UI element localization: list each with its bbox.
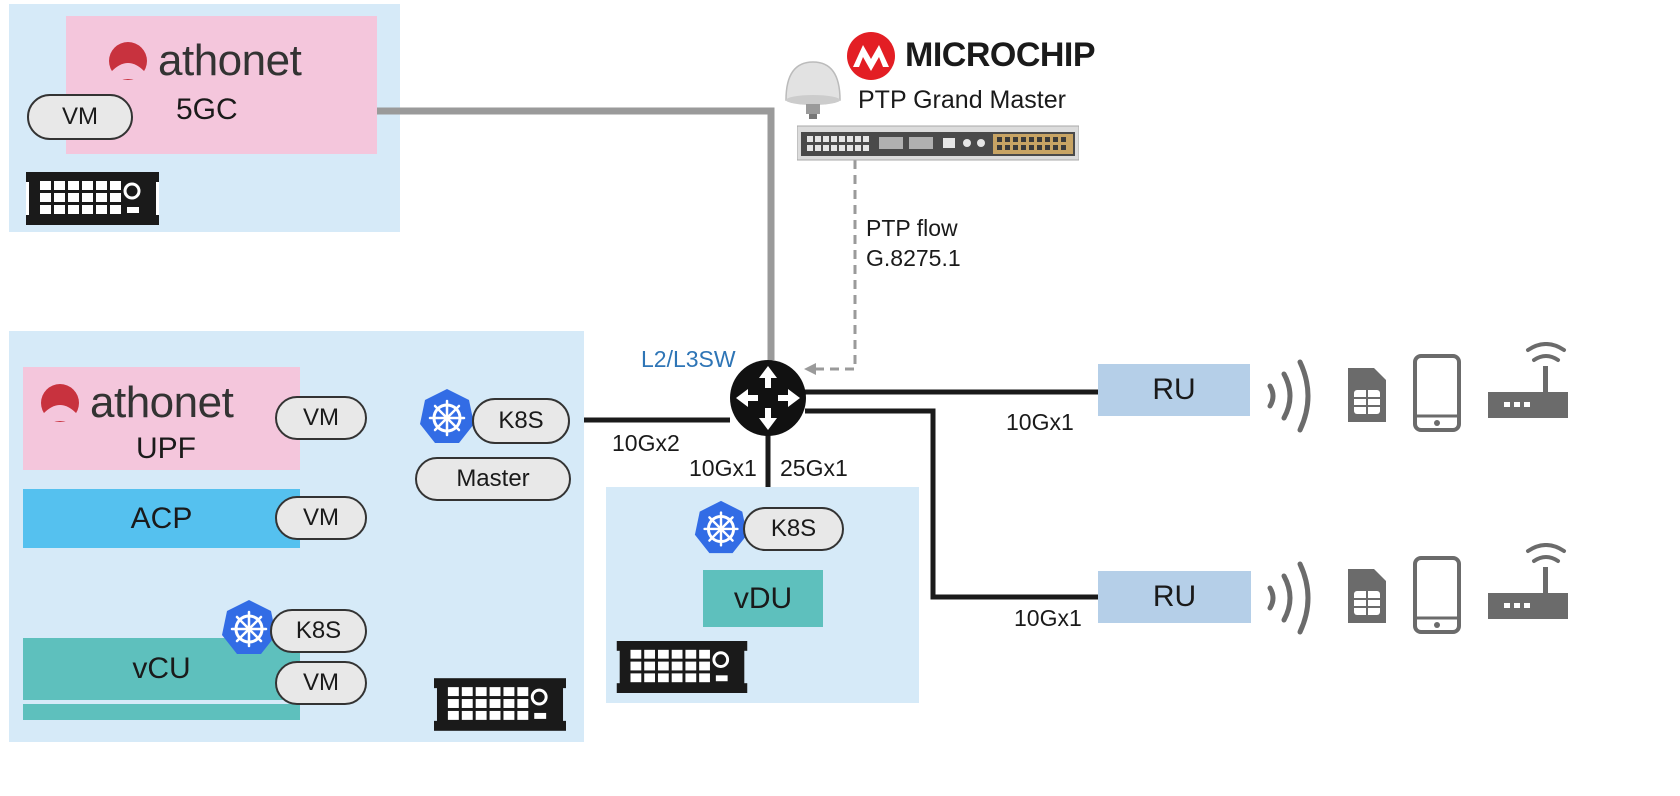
upf-vm-pill: VM <box>275 396 367 440</box>
vcu-base-strip <box>23 704 300 720</box>
ptp-flow-arrowhead <box>804 363 816 375</box>
kubernetes-icon <box>420 389 474 443</box>
core-vm-pill: VM <box>27 94 133 140</box>
ru2-link <box>805 408 1098 600</box>
smartphone-icon <box>1413 354 1461 432</box>
vcu-k8s-pill: K8S <box>270 609 367 653</box>
ptp-flow-line <box>812 160 857 371</box>
ru2-link-label: 10Gx1 <box>1014 605 1082 631</box>
ru-box-1: RU <box>1098 364 1250 416</box>
sim-card-icon <box>1348 569 1386 623</box>
cpe-router-icon <box>1488 342 1568 418</box>
master-pill: Master <box>415 457 571 501</box>
vdu-box: vDU <box>703 570 823 627</box>
smartphone-icon <box>1413 556 1461 634</box>
ptp-flow-label: PTP flow <box>866 215 958 241</box>
du-link-label-a: 10Gx1 <box>689 455 757 481</box>
ru1-link-label: 10Gx1 <box>1006 409 1074 435</box>
athonet-brand-edge: athonet <box>90 378 234 427</box>
athonet-logo-edge: athonet <box>38 378 234 428</box>
microchip-logo-icon <box>847 32 895 80</box>
sim-card-icon <box>1348 368 1386 422</box>
master-k8s-pill: K8S <box>472 398 570 444</box>
server-icon <box>616 641 748 693</box>
radio-waves-icon <box>1267 359 1311 433</box>
du-k8s-pill: K8S <box>743 507 844 551</box>
gps-antenna-icon <box>785 61 841 119</box>
core-uplink <box>376 107 775 360</box>
server-icon <box>434 678 566 731</box>
switch-label: L2/L3SW <box>641 346 736 372</box>
ru-box-2: RU <box>1098 571 1251 623</box>
athonet-logo-core: athonet <box>106 36 302 86</box>
microchip-brand: MICROCHIP <box>905 36 1096 74</box>
athonet-brand-core: athonet <box>158 36 302 85</box>
ptp-device-label: PTP Grand Master <box>858 86 1066 114</box>
core-function-label: 5GC <box>176 93 238 126</box>
upf-function-label: UPF <box>136 432 196 465</box>
router-icon <box>730 360 806 436</box>
grandmaster-appliance-icon <box>797 125 1079 161</box>
server-icon <box>26 172 159 225</box>
athonet-mark-icon <box>109 42 147 80</box>
acp-box: ACP <box>23 489 300 548</box>
athonet-mark-icon <box>41 384 79 422</box>
cpe-router-icon <box>1488 543 1568 619</box>
acp-vm-pill: VM <box>275 496 367 540</box>
du-link-label-b: 25Gx1 <box>780 455 848 481</box>
kubernetes-icon <box>222 600 276 654</box>
ptp-profile-label: G.8275.1 <box>866 245 961 271</box>
radio-waves-icon <box>1267 561 1311 635</box>
vcu-vm-pill: VM <box>275 661 367 705</box>
kubernetes-icon <box>694 500 748 554</box>
edge-link-label: 10Gx2 <box>612 430 680 456</box>
